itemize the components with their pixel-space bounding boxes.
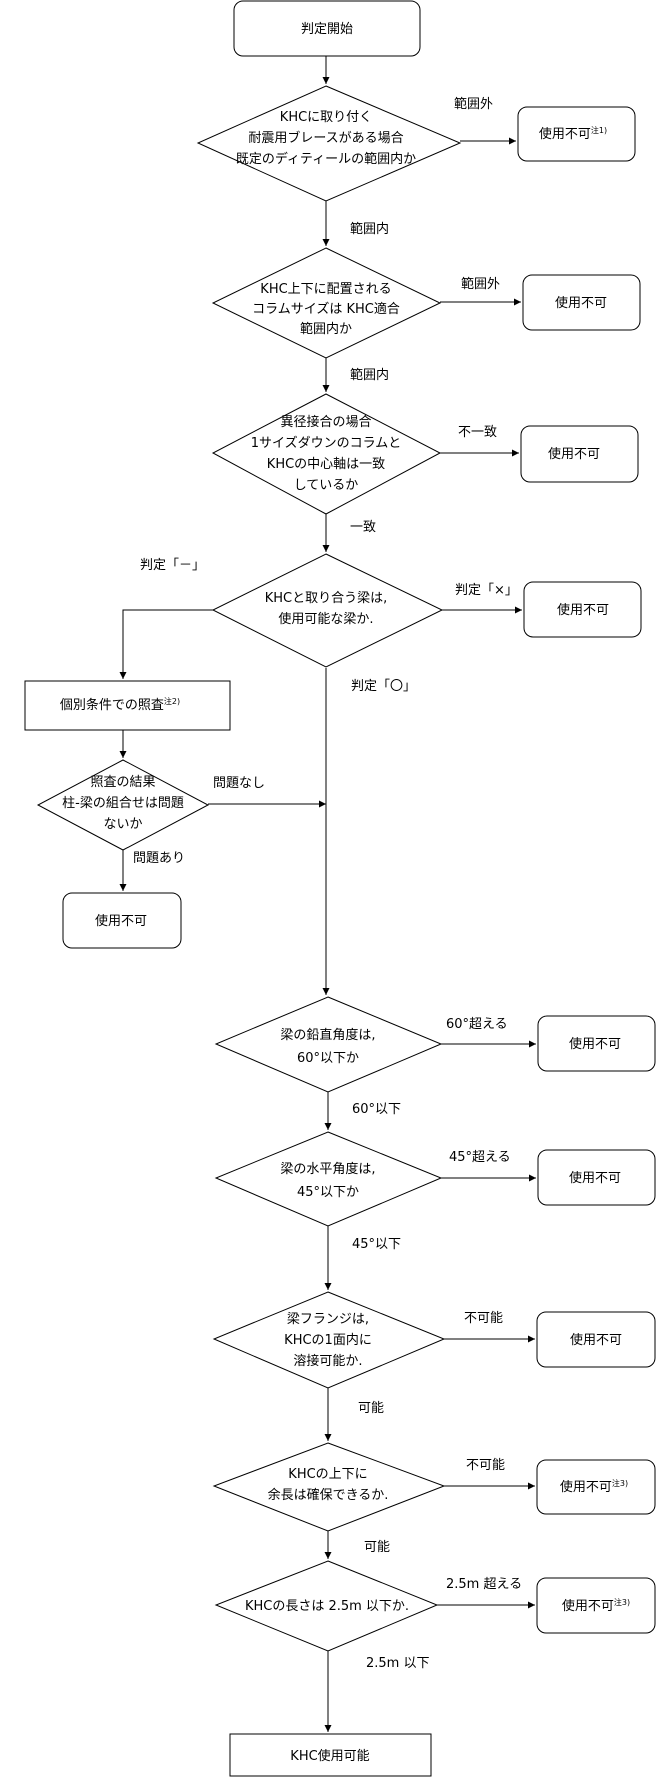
label-q9-yes: 可能 (364, 1540, 390, 1555)
label-q4-circle: 判定「〇」 (351, 679, 416, 694)
q4-line1: KHCと取り合う梁は, (265, 591, 388, 606)
start-label: 判定開始 (301, 22, 353, 37)
label-q7-yes: 45°以下 (352, 1237, 401, 1252)
label-q2-no: 範囲外 (461, 277, 500, 292)
q5-line3: ないか (103, 817, 142, 832)
result-r3 (520, 425, 639, 483)
q7-line2: 45°以下か (297, 1185, 359, 1200)
label-q8-yes: 可能 (358, 1401, 384, 1416)
end-label: KHC使用可能 (290, 1748, 369, 1764)
q8-line2: KHCの1面内に (284, 1332, 372, 1348)
result-r1 (517, 106, 636, 162)
r3-label: 使用不可 (548, 446, 600, 462)
label-q10-yes: 2.5m 以下 (366, 1656, 429, 1671)
r8-label: 使用不可 (570, 1332, 622, 1348)
label-q1-yes: 範囲内 (350, 221, 389, 237)
q1-line3: 既定のディティールの範囲内か (236, 151, 416, 167)
result-r7 (537, 1149, 656, 1206)
q3-line3: KHCの中心軸は一致 (267, 457, 385, 472)
result-r4 (523, 581, 642, 638)
q5-line2: 柱-梁の組合せは問題 (62, 796, 184, 811)
q9-line2: 余長は確保できるか. (268, 1487, 389, 1503)
label-q7-no: 45°超える (449, 1150, 511, 1165)
q10-label: KHCの長さは 2.5m 以下か. (245, 1599, 409, 1614)
label-q4-dash: 判定「－」 (140, 558, 205, 573)
label-q1-no: 範囲外 (454, 97, 493, 112)
label-q4-cross: 判定「×」 (455, 583, 518, 598)
q4-line2: 使用可能な梁か. (278, 611, 373, 627)
decision-q6-vertical-angle (214, 996, 443, 1093)
label-q5-ng: 問題あり (133, 851, 185, 866)
label-q3-no: 不一致 (458, 425, 497, 440)
decision-q10-length (214, 1560, 439, 1652)
r5-label: 使用不可 (95, 913, 147, 929)
r9-label: 使用不可注3) (560, 1478, 628, 1495)
q3-line4: しているか (294, 478, 359, 493)
label-q2-yes: 範囲内 (350, 367, 389, 383)
label-q6-yes: 60°以下 (352, 1102, 401, 1117)
decision-q7-horizontal-angle (214, 1131, 443, 1227)
start-node (233, 0, 421, 57)
q6-line1: 梁の鉛直角度は, (280, 1027, 375, 1043)
p1-label: 個別条件での照査注2) (60, 696, 180, 713)
result-r2 (522, 274, 641, 331)
r7-label: 使用不可 (569, 1170, 621, 1186)
edge-q4-p1 (119, 609, 213, 679)
q2-line1: KHC上下に配置される (260, 282, 391, 297)
q8-line3: 溶接可能か. (293, 1353, 362, 1369)
decision-q5-check-result (36, 759, 210, 851)
q2-line3: 範囲内か (300, 321, 352, 337)
label-q9-no: 不可能 (466, 1458, 505, 1473)
label-q3-yes: 一致 (350, 520, 376, 535)
result-r9 (536, 1459, 656, 1515)
result-r6 (537, 1015, 656, 1072)
decision-q1-brace (196, 85, 462, 202)
q9-line1: KHCの上下に (288, 1467, 367, 1482)
label-q6-no: 60°超える (446, 1017, 508, 1032)
q5-line1: 照査の結果 (90, 775, 155, 790)
q2-line2: コラムサイズは KHC適合 (252, 301, 400, 317)
r2-label: 使用不可 (555, 295, 607, 311)
q1-line2: 耐震用ブレースがある場合 (248, 130, 403, 146)
q3-line2: 1サイズダウンのコラムと (251, 435, 402, 451)
q6-line2: 60°以下か (297, 1051, 359, 1066)
q7-line1: 梁の水平角度は, (280, 1161, 375, 1177)
result-r10 (536, 1577, 656, 1634)
decision-q4-beam (211, 553, 444, 668)
q8-line1: 梁フランジは, (287, 1312, 369, 1327)
r4-label: 使用不可 (557, 602, 609, 618)
decision-q2-column (211, 247, 442, 359)
process-individual-check (24, 680, 231, 731)
decision-q9-extra-length (212, 1442, 446, 1532)
label-q8-no: 不可能 (464, 1311, 503, 1326)
q3-line1: 異径接合の場合 (280, 414, 371, 430)
result-r8 (536, 1311, 656, 1368)
decision-q3-axis (211, 393, 442, 515)
decision-q8-flange (212, 1291, 446, 1389)
r1-label: 使用不可注1) (539, 125, 607, 142)
q1-line1: KHCに取り付く (280, 110, 372, 125)
label-q5-ok: 問題なし (213, 776, 265, 791)
label-q10-no: 2.5m 超える (446, 1577, 522, 1592)
end-node (229, 1733, 432, 1777)
result-r5 (62, 892, 182, 949)
r10-label: 使用不可注3) (562, 1597, 630, 1614)
r6-label: 使用不可 (569, 1036, 621, 1052)
